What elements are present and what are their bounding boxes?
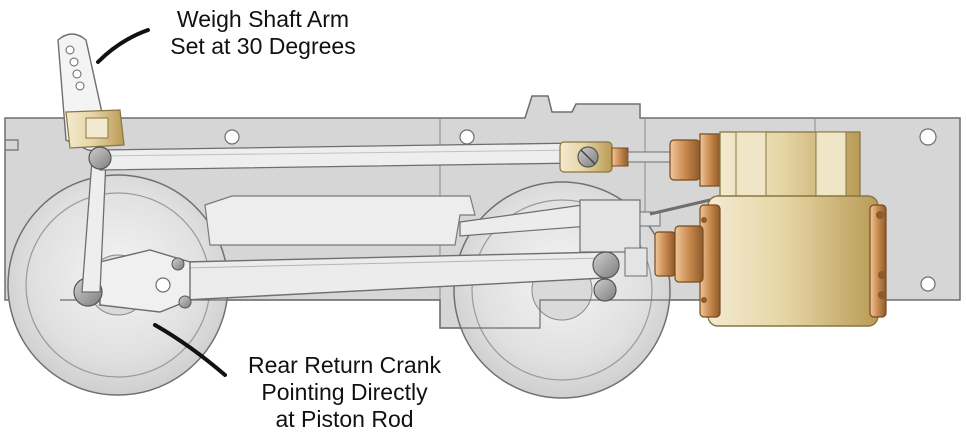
- frame-hole: [459, 129, 475, 145]
- front-crank-pin: [592, 251, 620, 279]
- frame-hole: [224, 129, 240, 145]
- cylinder: [699, 195, 887, 327]
- return-crank-leader: [153, 323, 227, 377]
- piston-rod: [459, 199, 661, 277]
- frame-hole: [920, 276, 936, 292]
- return-crank-label: Rear Return Crank Pointing Directly at P…: [222, 352, 467, 433]
- frame-hole: [919, 128, 937, 146]
- weigh-shaft-label-line2: Set at 30 Degrees: [170, 33, 356, 59]
- return-crank-label-line3: at Piston Rod: [275, 406, 414, 432]
- weigh-shaft-label: Weigh Shaft Arm Set at 30 Degrees: [148, 6, 378, 60]
- weigh-shaft-label-line1: Weigh Shaft Arm: [176, 6, 350, 32]
- return-crank-label-line1: Rear Return Crank: [247, 352, 442, 378]
- return-crank: [99, 249, 192, 313]
- weigh-shaft-arm: [57, 33, 125, 170]
- frame-cutout: [204, 195, 476, 246]
- return-crank-label-line2: Pointing Directly: [261, 379, 428, 405]
- front-crank-pin: [593, 278, 617, 302]
- cylinder-gland: [649, 198, 711, 283]
- steam-chest: [669, 131, 861, 203]
- weigh-shaft-leader: [96, 28, 150, 64]
